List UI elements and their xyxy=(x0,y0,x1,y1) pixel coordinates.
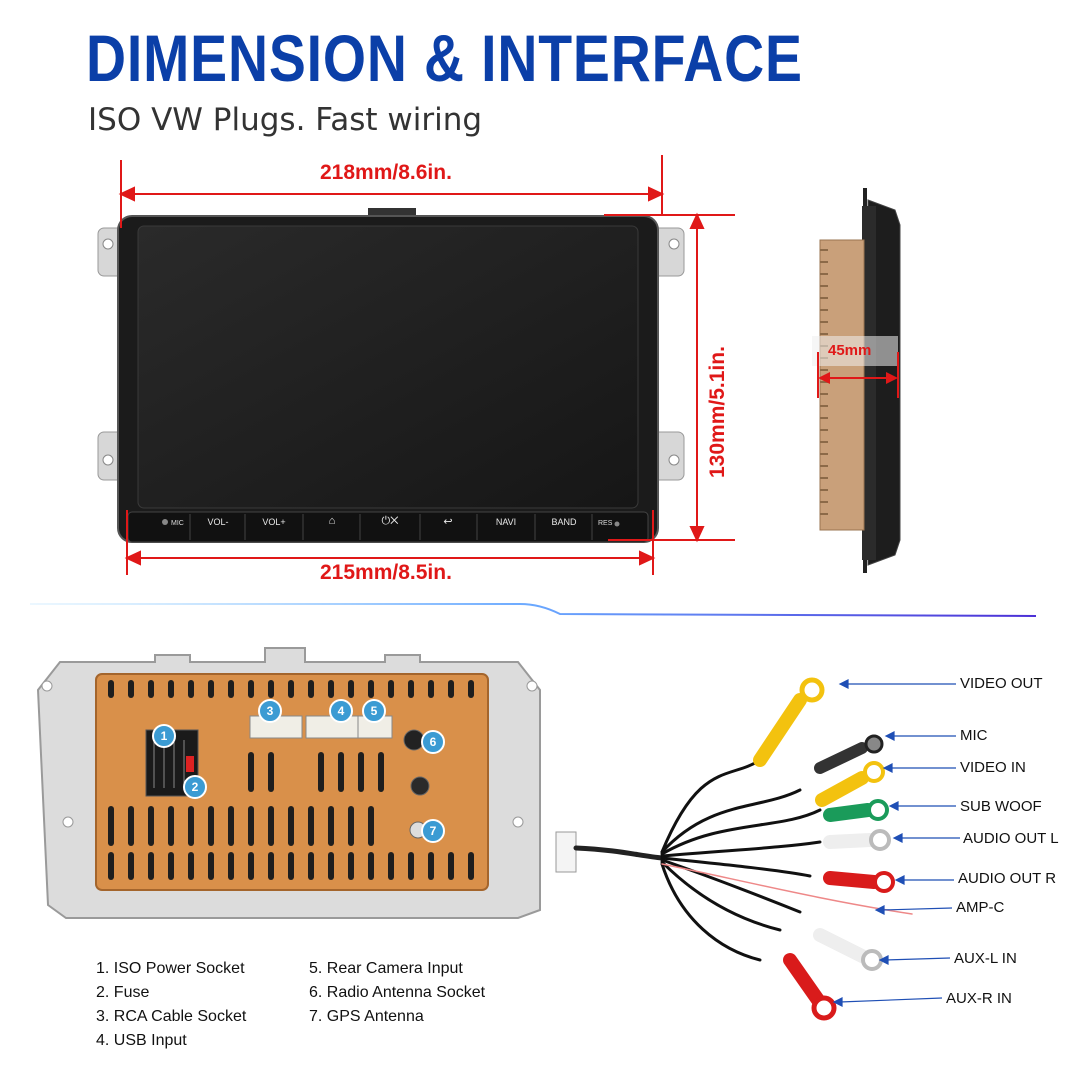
label-amp-c: AMP-C xyxy=(956,899,1005,916)
label-audio-out-l: AUDIO OUT L xyxy=(963,830,1059,847)
marker-5: 5 xyxy=(362,699,386,723)
home-button[interactable]: ⌂ xyxy=(307,515,357,527)
label-aux-r-in: AUX-R IN xyxy=(946,990,1012,1007)
back-panel xyxy=(36,647,541,919)
label-video-in: VIDEO IN xyxy=(960,759,1026,776)
label-audio-out-r: AUDIO OUT R xyxy=(958,870,1057,887)
power-mute-icon: ⏻✕ xyxy=(381,515,399,527)
power-mute-button[interactable]: ⏻✕ xyxy=(365,515,415,528)
back-button[interactable]: ↩ xyxy=(423,515,473,528)
marker-6: 6 xyxy=(421,730,445,754)
page-title: DIMENSION & INTERFACE xyxy=(86,21,803,95)
navi-button[interactable]: NAVI xyxy=(495,517,517,527)
width-top-dimension: 218mm/8.6in. xyxy=(320,161,452,184)
label-mic: MIC xyxy=(960,727,988,744)
marker-2: 2 xyxy=(183,775,207,799)
front-unit xyxy=(97,208,685,543)
legend-item: 3. RCA Cable Socket xyxy=(96,1008,247,1025)
depth-dimension: 45mm xyxy=(828,342,872,359)
page-subtitle: ISO VW Plugs. Fast wiring xyxy=(88,102,483,138)
legend-item: 2. Fuse xyxy=(96,984,150,1001)
section-divider xyxy=(30,603,1037,617)
dimension-lines xyxy=(118,155,735,575)
legend-left: 1. ISO Power Socket 2. Fuse 3. RCA Cable… xyxy=(96,957,246,1053)
label-aux-l-in: AUX-L IN xyxy=(954,950,1017,967)
marker-4: 4 xyxy=(329,699,353,723)
side-view xyxy=(812,188,901,573)
vol-down-button[interactable]: VOL- xyxy=(207,517,229,527)
legend-item: 7. GPS Antenna xyxy=(309,1008,424,1025)
marker-7: 7 xyxy=(421,819,445,843)
back-icon: ↩ xyxy=(443,516,453,528)
marker-1: 1 xyxy=(152,724,176,748)
legend-item: 6. Radio Antenna Socket xyxy=(309,984,486,1001)
width-bottom-dimension: 215mm/8.5in. xyxy=(320,561,452,584)
height-dimension: 130mm/5.1in. xyxy=(706,346,729,478)
legend-right: 5. Rear Camera Input 6. Radio Antenna So… xyxy=(309,957,485,1029)
vol-up-button[interactable]: VOL+ xyxy=(262,517,286,527)
res-label: RES xyxy=(598,520,613,527)
cable-pointers xyxy=(832,679,960,1007)
cable-harness xyxy=(555,677,913,1021)
label-sub-woof: SUB WOOF xyxy=(960,798,1042,815)
marker-3: 3 xyxy=(258,699,282,723)
legend-item: 4. USB Input xyxy=(96,1032,187,1049)
band-button[interactable]: BAND xyxy=(551,517,577,527)
home-icon: ⌂ xyxy=(328,515,336,527)
legend-item: 5. Rear Camera Input xyxy=(309,960,463,977)
mic-label: MIC xyxy=(171,520,184,527)
label-video-out: VIDEO OUT xyxy=(960,675,1043,692)
legend-item: 1. ISO Power Socket xyxy=(96,960,245,977)
